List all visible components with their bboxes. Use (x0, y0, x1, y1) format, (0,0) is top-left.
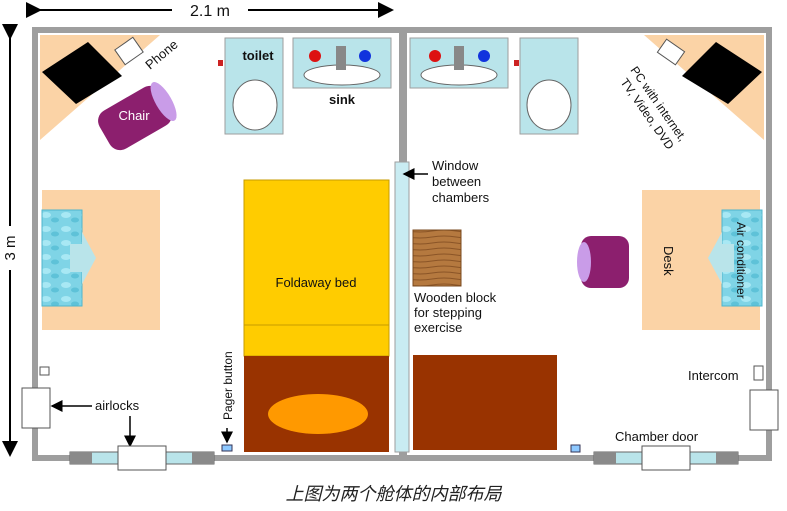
cold-tap-right-icon[interactable] (478, 50, 490, 62)
chamber-door-label: Chamber door (615, 429, 699, 444)
chamber-door[interactable] (641, 445, 691, 471)
wall-indicator-red-right (514, 60, 519, 66)
intercom-label: Intercom (688, 368, 739, 383)
hot-tap-right-icon[interactable] (429, 50, 441, 62)
airflow-arrow-left-icon (70, 232, 96, 284)
door-sensor-small (570, 444, 581, 453)
window-label-line3: chambers (432, 190, 490, 205)
storage-block-right (413, 355, 557, 450)
computer-left-icon (42, 42, 122, 104)
wall-indicator-red (218, 60, 223, 66)
hot-tap-icon[interactable] (309, 50, 321, 62)
foldaway-bed-label: Foldaway bed (276, 275, 357, 290)
wooden-block-label-line1: Wooden block (414, 290, 497, 305)
window-label-line2: between (432, 174, 481, 189)
faucet-icon (336, 46, 346, 70)
airlock-sensor-small (39, 366, 50, 376)
airlock-side-left (21, 387, 51, 429)
figure-caption: 上图为两个舱体的内部布局 (285, 484, 502, 504)
airflow-arrow-right-icon (708, 232, 734, 284)
airlock-side-right (749, 389, 779, 431)
computer-right-icon[interactable] (682, 42, 762, 104)
airlocks-label: airlocks (95, 398, 140, 413)
floor-mat-oval (268, 394, 368, 434)
height-dimension-label: 3 m (2, 235, 19, 260)
desk-label: Desk (661, 246, 676, 276)
phone-icon[interactable] (114, 36, 144, 66)
chair-right (581, 236, 629, 288)
toilet-label: toilet (242, 48, 274, 63)
width-dimension-label: 2.1 m (190, 3, 230, 20)
toilet-bowl-right-icon (526, 79, 572, 131)
faucet-right-icon (454, 46, 464, 70)
wooden-block-label-line2: for stepping (414, 305, 482, 320)
chair-right-seat (577, 242, 591, 282)
chair-left (98, 82, 177, 151)
foldaway-bed (243, 179, 390, 357)
airlock-bottom-left[interactable] (117, 445, 167, 471)
air-conditioner-label: Air conditioner (734, 222, 748, 299)
keyboard-right-icon (656, 38, 686, 66)
pager-button-label: Pager button (221, 351, 235, 420)
window-label-line1: Window (432, 158, 479, 173)
cold-tap-icon[interactable] (359, 50, 371, 62)
window-between-chambers (394, 161, 410, 453)
pager-button[interactable] (221, 444, 233, 452)
wooden-block-label-line3: exercise (414, 320, 462, 335)
intercom-device[interactable] (753, 365, 764, 381)
wooden-block (412, 229, 462, 287)
sink-label: sink (329, 92, 356, 107)
chair-label: Chair (118, 108, 150, 123)
toilet-bowl-icon (232, 79, 278, 131)
